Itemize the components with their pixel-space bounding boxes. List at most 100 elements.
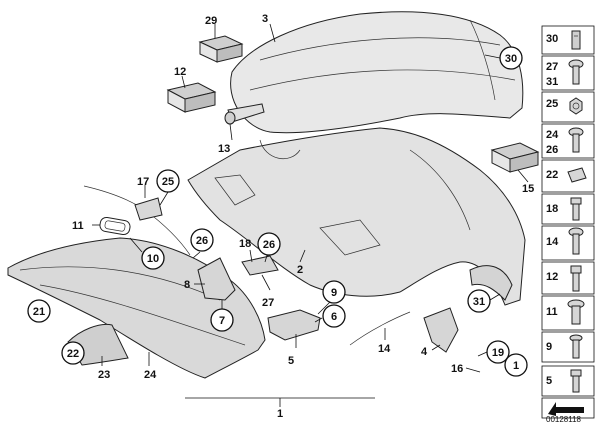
callout-14: 10 [129, 237, 165, 270]
callout-23: 18 [239, 238, 253, 263]
svg-text:25: 25 [162, 176, 174, 188]
callout-6: 24 [144, 352, 157, 381]
callout-24: 21 [27, 299, 51, 323]
legend-label-30: 30 [546, 33, 558, 45]
svg-text:11: 11 [72, 220, 84, 232]
legend-label-9: 9 [546, 341, 552, 353]
screw-icon [568, 59, 584, 85]
callouts: 1 3 29 12 30 13 15 17 25 11 10 26 18 26 … [27, 13, 534, 420]
svg-text:26: 26 [263, 239, 275, 251]
svg-text:3: 3 [262, 13, 268, 25]
svg-text:15: 15 [522, 183, 534, 195]
pad-icon [567, 167, 587, 183]
callout-26b: 26 [190, 228, 214, 259]
callout-7: 23 [98, 356, 110, 381]
svg-text:23: 23 [98, 369, 110, 381]
callout-19: 17 [137, 176, 149, 198]
latch-4 [423, 307, 459, 353]
legend-label-18: 18 [546, 203, 558, 215]
clip-icon [571, 30, 581, 50]
plug-icon [569, 334, 583, 359]
callout-10: 5 [288, 334, 297, 367]
svg-text:9: 9 [331, 287, 337, 299]
callout-15: 13 [218, 123, 233, 155]
svg-text:22: 22 [67, 348, 79, 360]
svg-text:7: 7 [219, 315, 225, 327]
rear-shell-part [187, 127, 526, 306]
callout-29: 29 [205, 15, 217, 38]
pad-block-16 [166, 82, 217, 113]
bracket-23 [241, 255, 279, 276]
callout-31: 31 [467, 289, 501, 313]
callout-17: 14 [378, 328, 391, 355]
callout-18: 15 [517, 169, 534, 195]
svg-text:29: 29 [205, 15, 217, 27]
svg-text:21: 21 [33, 306, 45, 318]
callout-9: 7 [210, 300, 234, 332]
nut-icon [569, 97, 583, 115]
legend-label-25: 25 [546, 98, 558, 110]
bracket-10 [267, 309, 321, 341]
screw-icon [568, 127, 584, 153]
bolt-icon [570, 369, 582, 393]
legend-label-5: 5 [546, 375, 552, 387]
svg-text:18: 18 [239, 238, 251, 250]
arrow-icon [548, 402, 584, 416]
screw-icon [568, 227, 584, 255]
svg-text:12: 12 [174, 66, 186, 78]
svg-text:27: 27 [262, 297, 274, 309]
svg-text:1: 1 [513, 360, 519, 372]
bolt-icon [570, 265, 582, 292]
callout-2: 2 [297, 249, 306, 276]
callout-27: 26 [257, 232, 281, 263]
bracket-8 [197, 257, 236, 301]
legend-label-14: 14 [546, 236, 559, 248]
legend-label-22: 22 [546, 169, 558, 181]
roof-shell-part [230, 11, 524, 134]
svg-text:19: 19 [492, 347, 504, 359]
pad-block-29 [198, 35, 244, 63]
grip-13 [99, 216, 131, 236]
legend-label-11: 11 [546, 306, 558, 318]
image-number: 00128118 [546, 415, 582, 424]
svg-text:24: 24 [144, 369, 157, 381]
callout-16: 12 [174, 66, 186, 89]
cable-19 [83, 185, 191, 256]
bolt-icon [570, 197, 582, 221]
legend-column: 30 27 31 25 24 26 22 18 14 12 11 9 5 [541, 25, 595, 419]
legend-label-26: 26 [546, 144, 558, 156]
legend-label-24: 24 [546, 129, 559, 141]
svg-text:2: 2 [297, 264, 303, 276]
svg-text:6: 6 [331, 311, 337, 323]
svg-text:14: 14 [378, 343, 391, 355]
svg-text:5: 5 [288, 355, 294, 367]
callout-21: 16 [451, 363, 481, 375]
rivet-nut-icon [567, 299, 585, 325]
legend-label-31: 31 [546, 76, 558, 88]
pad-block-18 [490, 142, 540, 173]
assembly-label: 1 [277, 408, 283, 420]
callout-5: 1 [504, 353, 528, 377]
callout-26a: 25 [156, 169, 180, 206]
svg-text:8: 8 [184, 279, 190, 291]
callout-22: 19 [477, 340, 510, 364]
callout-4: 4 [421, 344, 441, 358]
svg-text:26: 26 [196, 235, 208, 247]
svg-text:30: 30 [505, 53, 517, 65]
svg-text:4: 4 [421, 346, 428, 358]
callout-11: 9 [317, 280, 346, 315]
callout-8: 8 [184, 279, 205, 291]
svg-text:31: 31 [473, 296, 485, 308]
svg-text:13: 13 [218, 143, 230, 155]
callout-28: 27 [261, 274, 274, 309]
svg-text:17: 17 [137, 176, 149, 188]
svg-text:16: 16 [451, 363, 463, 375]
callout-25: 22 [61, 341, 85, 365]
callout-30: 30 [484, 46, 523, 70]
callout-12: 6 [314, 304, 346, 328]
svg-text:10: 10 [147, 253, 159, 265]
cable-17 [349, 311, 411, 346]
legend-label-12: 12 [546, 271, 558, 283]
callout-13: 11 [72, 220, 100, 232]
